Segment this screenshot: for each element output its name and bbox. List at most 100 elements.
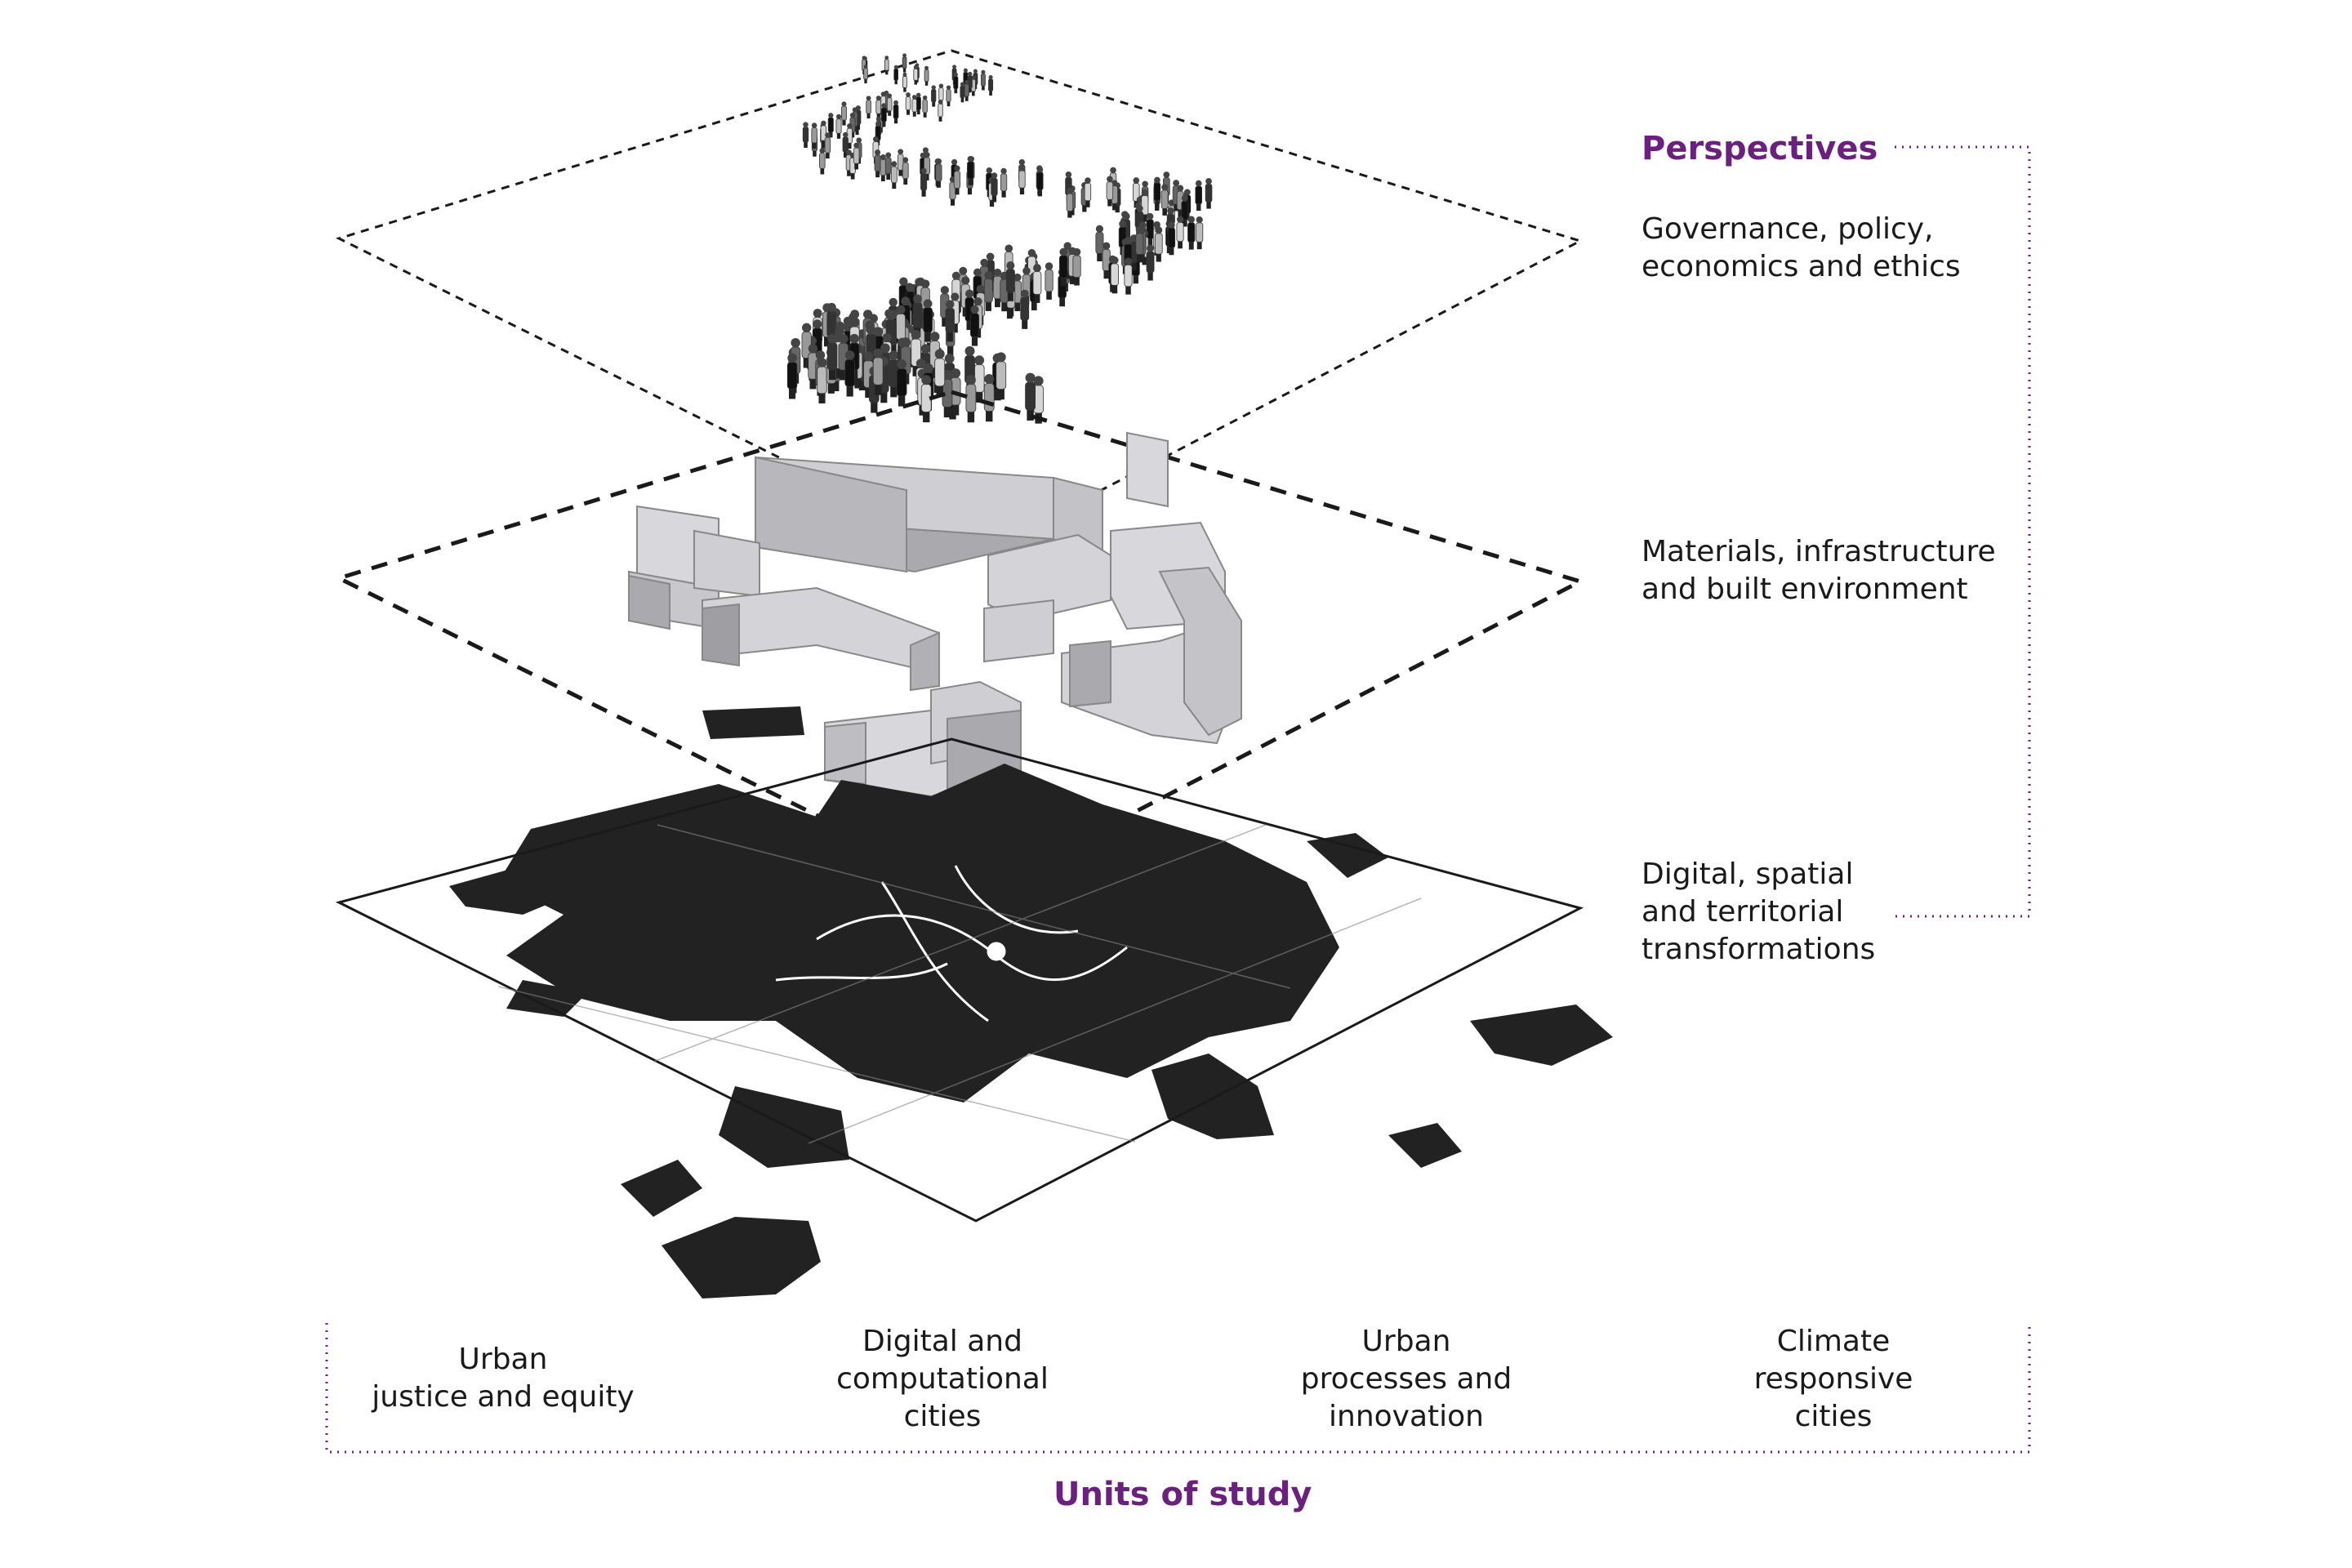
person-legs (1162, 207, 1167, 216)
person-figure (1146, 251, 1155, 274)
person-head (843, 131, 849, 138)
unit-item-processes: Urban processes and innovation (1300, 1325, 1512, 1433)
person-figure (1005, 269, 1015, 293)
person-head (920, 167, 927, 174)
person-legs (997, 388, 1004, 400)
person-legs (812, 142, 817, 149)
person-head (1205, 178, 1212, 185)
person-head (905, 283, 915, 292)
person-legs (982, 85, 985, 91)
person-head (863, 65, 868, 69)
person-head (875, 116, 881, 122)
person-head (811, 122, 817, 128)
person-head (1095, 225, 1104, 233)
person-figure (786, 362, 798, 390)
person-head (803, 122, 808, 127)
person-head (1122, 212, 1130, 220)
person-legs (856, 123, 861, 130)
person-head (887, 93, 893, 99)
person-head (901, 337, 911, 347)
person-figure (1154, 233, 1163, 255)
person-head (1155, 226, 1163, 234)
person-legs (1133, 275, 1138, 284)
person-legs (854, 377, 862, 389)
person-head (951, 271, 960, 280)
person-legs (985, 301, 991, 311)
person-head (828, 113, 834, 118)
person-legs (818, 392, 826, 403)
person-head (986, 252, 995, 261)
person-legs (1174, 203, 1178, 212)
person-legs (1008, 307, 1014, 317)
person-figure (875, 100, 882, 114)
person-legs (1070, 207, 1075, 216)
person-figure (874, 154, 881, 172)
person-figure (1025, 381, 1036, 411)
person-legs (840, 369, 847, 381)
perspectives-title: Perspectives (1642, 130, 1878, 167)
person-legs (943, 406, 951, 418)
person-head (953, 72, 958, 77)
person-legs (1183, 219, 1187, 227)
person-legs (1169, 247, 1174, 256)
unit-item-climate: Climate responsive cities (1753, 1325, 1913, 1433)
person-head (902, 72, 907, 77)
person-head (902, 157, 909, 163)
person-head (856, 137, 862, 143)
person-figure (967, 161, 974, 180)
person-figure (827, 117, 834, 133)
person-legs (1196, 203, 1201, 212)
map-layer (335, 706, 1613, 1298)
person-figure (893, 104, 899, 119)
person-figure (922, 99, 928, 114)
person-figure (1000, 173, 1008, 192)
person-head (1102, 242, 1111, 250)
person-head (889, 350, 899, 361)
person-figure (863, 68, 868, 80)
person-legs (894, 79, 898, 85)
person-figure (991, 177, 998, 196)
person-legs (847, 170, 851, 176)
person-legs (890, 386, 898, 398)
person-head (1045, 262, 1054, 270)
person-legs (865, 386, 872, 399)
person-head (825, 132, 831, 138)
person-head (913, 294, 922, 304)
person-head (902, 53, 906, 58)
person-legs (955, 188, 960, 195)
person-figure (938, 87, 944, 101)
person-figure (934, 358, 946, 387)
person-figure (1167, 227, 1176, 248)
person-head (866, 325, 876, 335)
person-legs (803, 357, 810, 368)
person-figure (988, 78, 994, 91)
person-head (981, 69, 986, 74)
person-figure (1066, 193, 1074, 212)
person-figure (817, 366, 827, 394)
person-head (970, 305, 979, 314)
person-legs (967, 411, 975, 423)
person-head (944, 354, 955, 364)
person-head (1000, 167, 1007, 175)
person-head (813, 319, 822, 329)
person-head (1176, 216, 1184, 223)
person-figure (924, 69, 929, 82)
person-head (813, 309, 822, 318)
person-legs (954, 88, 958, 94)
people-layer (335, 49, 1584, 557)
person-head (882, 332, 892, 343)
person-head (1027, 249, 1036, 257)
person-head (880, 154, 886, 160)
person-head (1059, 247, 1068, 256)
person-legs (1022, 319, 1028, 329)
person-head (1195, 180, 1202, 187)
unit-item-digital: Digital and computational cities (836, 1325, 1049, 1433)
person-head (945, 300, 955, 309)
person-head (911, 329, 921, 340)
person-head (924, 65, 929, 70)
person-head (954, 165, 960, 172)
person-head (1153, 220, 1160, 229)
person-legs (875, 384, 882, 395)
person-figure (983, 383, 995, 412)
